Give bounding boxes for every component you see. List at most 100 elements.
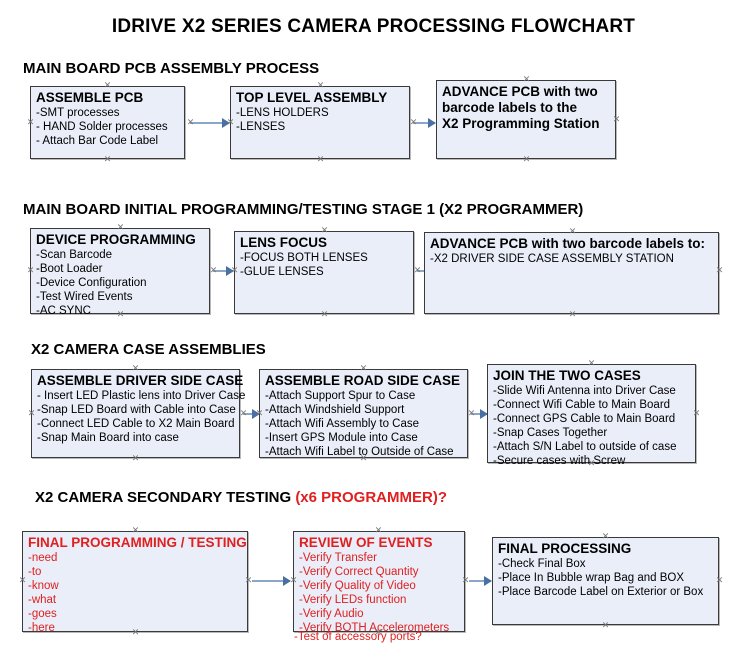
- box-assemble-driver-side-case[interactable]: ASSEMBLE DRIVER SIDE CASE - Insert LED P…: [31, 369, 246, 458]
- box-line: -Attach Wifi Assembly to Case: [265, 418, 420, 430]
- box-line: - HAND Solder processes: [36, 121, 168, 133]
- arrow-head-icon: [428, 118, 436, 128]
- handle-mark: ✕: [359, 363, 368, 373]
- handle-mark: ✕: [467, 408, 476, 418]
- box-line: -Snap LED Board with Cable into Case: [37, 404, 236, 416]
- handle-mark: ✕: [27, 408, 36, 418]
- box-line: -what: [28, 594, 57, 606]
- connector-arrow: [413, 118, 436, 128]
- box-title: ADVANCE PCB with two: [442, 84, 598, 99]
- handle-mark: ✕: [601, 531, 610, 541]
- box-line: -need: [28, 552, 58, 564]
- box-line: -X2 DRIVER SIDE CASE ASSEMBLY STATION: [430, 253, 674, 265]
- handle-mark: ✕: [131, 627, 140, 637]
- box-line: -FOCUS BOTH LENSES: [240, 252, 368, 264]
- box-overflow-line: -Test of accessory ports?: [294, 631, 422, 643]
- handle-mark: ✕: [568, 309, 577, 319]
- handle-mark: ✕: [568, 226, 577, 236]
- box-line: -to: [28, 566, 42, 578]
- section-heading-1: MAIN BOARD PCB ASSEMBLY PROCESS: [23, 60, 319, 77]
- box-title-line3: X2 Programming Station: [442, 116, 600, 131]
- box-line: -Place In Bubble wrap Bag and BOX: [498, 572, 685, 584]
- handle-mark: ✕: [103, 154, 112, 164]
- section-heading-3: X2 CAMERA CASE ASSEMBLIES: [31, 341, 266, 358]
- box-line: -Check Final Box: [498, 558, 586, 570]
- section-heading-2: MAIN BOARD INITIAL PROGRAMMING/TESTING S…: [23, 201, 583, 218]
- box-line: -Snap Main Board into case: [37, 432, 179, 444]
- handle-mark: ✕: [289, 575, 298, 585]
- arrow-head-icon: [226, 266, 234, 276]
- box-line: -Connect GPS Cable to Main Board: [493, 413, 676, 425]
- handle-mark: ✕: [715, 265, 724, 275]
- box-title: FINAL PROCESSING: [498, 541, 632, 556]
- handle-mark: ✕: [230, 265, 239, 275]
- box-assemble-pcb[interactable]: ASSEMBLE PCB -SMT processes - HAND Solde…: [30, 86, 185, 159]
- handle-mark: ✕: [320, 309, 329, 319]
- box-line: -LENSES: [236, 121, 286, 133]
- box-line: -Device Configuration: [36, 277, 147, 289]
- handle-mark: ✕: [103, 80, 112, 90]
- handle-mark: ✕: [320, 225, 329, 235]
- box-title: ASSEMBLE DRIVER SIDE CASE: [37, 373, 244, 388]
- connector-arrow: [213, 266, 234, 276]
- handle-mark: ✕: [26, 117, 35, 127]
- handle-mark: ✕: [587, 358, 596, 368]
- box-line: -Insert GPS Module into Case: [265, 432, 418, 444]
- box-line: -know: [28, 580, 59, 592]
- box-title: DEVICE PROGRAMMING: [36, 232, 196, 247]
- handle-mark: ✕: [374, 627, 383, 637]
- connector-arrow: [252, 576, 291, 586]
- arrow-head-icon: [484, 576, 492, 586]
- handle-mark: ✕: [255, 408, 264, 418]
- box-line: - Insert LED Plastic lens into Driver Ca…: [37, 390, 246, 402]
- box-title-line2: barcode labels to the: [442, 100, 578, 115]
- box-top-level-assembly[interactable]: TOP LEVEL ASSEMBLY -LENS HOLDERS -LENSES: [230, 86, 410, 159]
- section-heading-1-text: MAIN BOARD PCB ASSEMBLY PROCESS: [23, 60, 320, 77]
- box-join-the-two-cases[interactable]: JOIN THE TWO CASES -Slide Wifi Antenna i…: [487, 364, 696, 467]
- page-title: IDRIVE X2 SERIES CAMERA PROCESSING FLOWC…: [111, 16, 636, 37]
- box-line: -Verify Transfer: [299, 552, 377, 564]
- box-title: TOP LEVEL ASSEMBLY: [236, 90, 388, 105]
- handle-mark: ✕: [131, 363, 140, 373]
- box-line: -Slide Wifi Antenna into Driver Case: [493, 385, 676, 397]
- handle-mark: ✕: [715, 575, 724, 585]
- box-line: -Snap Cases Together: [493, 427, 608, 439]
- box-line: - Attach Bar Code Label: [36, 135, 159, 147]
- box-line: -Verify Audio: [299, 608, 364, 620]
- box-title: LENS FOCUS: [240, 235, 328, 250]
- connector-arrow: [469, 576, 492, 586]
- box-line: -Attach Wifi Label to Outside of Case: [265, 446, 454, 458]
- box-line: -SMT processes: [36, 107, 120, 119]
- box-line: -Verify LEDs function: [299, 594, 407, 606]
- handle-mark: ✕: [26, 265, 35, 275]
- box-final-programming-testing[interactable]: FINAL PROGRAMMING / TESTING -need -to -k…: [22, 531, 248, 634]
- box-title: JOIN THE TWO CASES: [493, 368, 641, 383]
- section-heading-4-suffix: (x6 PROGRAMMER)?: [295, 489, 447, 506]
- box-line: -Connect LED Cable to X2 Main Board: [37, 418, 235, 430]
- handle-mark: ✕: [692, 408, 701, 418]
- handle-mark: ✕: [413, 265, 422, 275]
- handle-mark: ✕: [244, 575, 253, 585]
- box-device-programming[interactable]: DEVICE PROGRAMMING -Scan Barcode -Boot L…: [30, 228, 210, 317]
- handle-mark: ✕: [612, 114, 621, 124]
- box-assemble-road-side-case[interactable]: ASSEMBLE ROAD SIDE CASE -Attach Support …: [259, 369, 468, 458]
- box-advance-pcb-2[interactable]: ADVANCE PCB with two barcode labels to: …: [424, 232, 719, 314]
- box-final-processing[interactable]: FINAL PROCESSING -Check Final Box -Place…: [492, 537, 719, 625]
- handle-mark: ✕: [374, 525, 383, 535]
- section-heading-4: X2 CAMERA SECONDARY TESTING (x6 PROGRAMM…: [35, 489, 447, 506]
- handle-mark: ✕: [409, 117, 418, 127]
- box-line: -Test Wired Events: [36, 291, 133, 303]
- box-line: -Verify Correct Quantity: [299, 566, 419, 578]
- arrow-head-icon: [222, 118, 230, 128]
- box-review-of-events[interactable]: REVIEW OF EVENTS -Verify Transfer -Verif…: [293, 531, 465, 634]
- box-title: ASSEMBLE PCB: [36, 90, 144, 105]
- box-advance-pcb-1[interactable]: ADVANCE PCB with two barcode labels to t…: [436, 80, 616, 159]
- handle-mark: ✕: [131, 453, 140, 463]
- handle-mark: ✕: [209, 265, 218, 275]
- section-heading-4-text: X2 CAMERA SECONDARY TESTING: [35, 489, 296, 506]
- handle-mark: ✕: [587, 458, 596, 468]
- handle-mark: ✕: [116, 309, 125, 319]
- box-lens-focus[interactable]: LENS FOCUS -FOCUS BOTH LENSES -GLUE LENS…: [234, 231, 414, 314]
- handle-mark: ✕: [522, 74, 531, 84]
